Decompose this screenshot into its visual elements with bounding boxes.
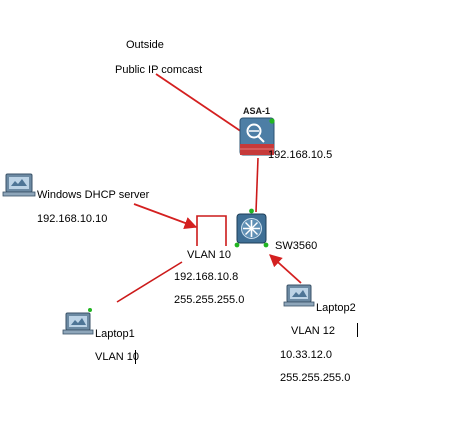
asa-name-label: ASA-1 xyxy=(243,106,271,116)
server-pc-icon[interactable] xyxy=(2,173,36,197)
laptop2-name-label: Laptop2 xyxy=(316,302,356,314)
multilayer-switch-icon[interactable] xyxy=(234,208,269,248)
switch-name-label: SW3560 xyxy=(275,240,318,252)
dhcp-to-switch-link xyxy=(196,215,227,246)
laptop1-vlan-label: VLAN 10 xyxy=(95,351,140,363)
outside-sublabel: Public IP comcast xyxy=(115,64,203,76)
laptop2-mask-label: 255.255.255.0 xyxy=(280,372,351,384)
laptop2-network-label: 10.33.12.0 xyxy=(280,349,332,361)
svi-vlan-label: VLAN 10 xyxy=(187,249,232,261)
asa-ip-label: 192.168.10.5 xyxy=(268,149,333,161)
outside-label: Outside xyxy=(126,39,164,51)
text-cursor xyxy=(357,323,358,337)
dhcp-server-ip-label: 192.168.10.10 xyxy=(37,213,108,225)
svi-mask-label: 255.255.255.0 xyxy=(174,294,245,306)
text-cursor xyxy=(135,350,136,364)
asa-to-switch-link xyxy=(255,157,259,213)
firewall-icon[interactable] xyxy=(239,117,275,156)
laptop-icon[interactable] xyxy=(62,308,94,335)
dhcp-annotation-arrow xyxy=(133,203,198,229)
laptop2-vlan-label: VLAN 12 xyxy=(291,325,336,337)
svi-ip-label: 192.168.10.8 xyxy=(174,271,239,283)
dhcp-server-name-label: Windows DHCP server xyxy=(37,189,150,201)
laptop-icon[interactable] xyxy=(283,284,315,307)
laptop1-name-label: Laptop1 xyxy=(95,328,135,340)
outside-to-asa-line xyxy=(155,73,243,133)
laptop1-to-switch-link xyxy=(116,261,183,303)
laptop2-annotation-arrow xyxy=(269,254,302,284)
